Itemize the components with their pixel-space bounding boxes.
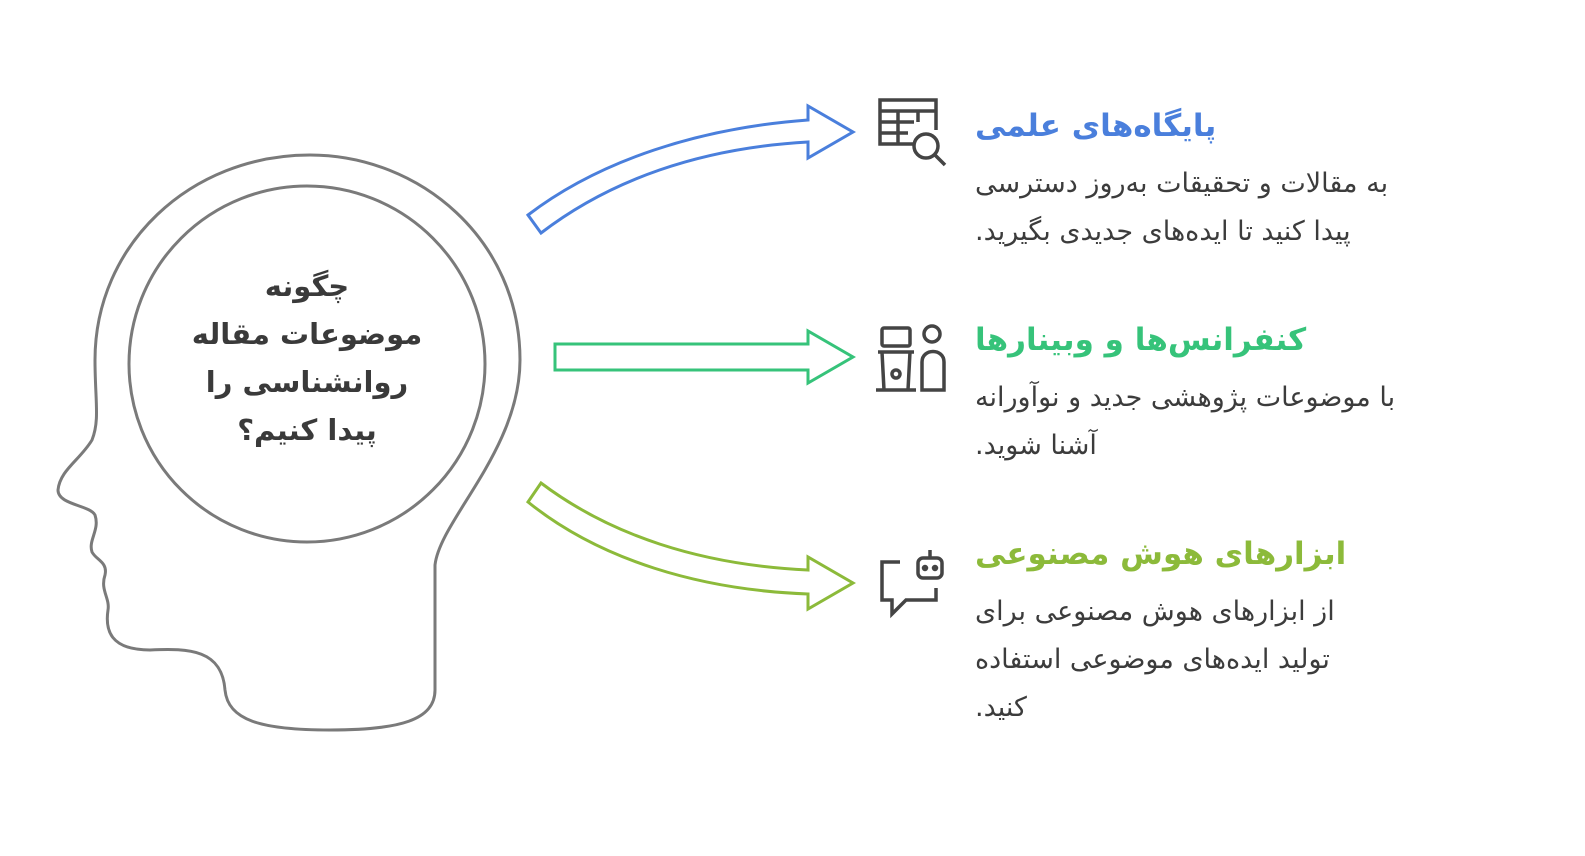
item-title: پایگاه‌های علمی [975, 108, 1217, 144]
presenter-icon [876, 324, 946, 392]
question-line: پیدا کنیم؟ [237, 413, 377, 447]
desc-line: با موضوعات پژوهشی جدید و نوآورانه [975, 382, 1396, 413]
item-title: ابزارهای هوش مصنوعی [975, 536, 1347, 572]
desc-line: پیدا کنید تا ایده‌های جدیدی بگیرید. [975, 216, 1351, 247]
arrow-to-databases [525, 103, 856, 236]
head-outline [56, 153, 522, 732]
question-line: روانشناسی را [205, 365, 409, 399]
desc-line: تولید ایده‌های موضوعی استفاده [975, 644, 1330, 675]
desc-line: آشنا شوید. [975, 430, 1097, 461]
item-description: از ابزارهای هوش مصنوعی برای تولید ایده‌ه… [975, 588, 1346, 732]
item-conferences-webinars: کنفرانس‌ها و وبینارها با موضوعات پژوهشی … [975, 322, 1395, 470]
question-line: چگونه [264, 269, 350, 303]
database-search-icon [878, 98, 947, 167]
item-description: با موضوعات پژوهشی جدید و نوآورانه آشنا ش… [975, 374, 1395, 470]
head-inner-circle [127, 184, 487, 544]
desc-line: به مقالات و تحقیقات به‌روز دسترسی [975, 168, 1389, 199]
item-scientific-databases: پایگاه‌های علمی به مقالات و تحقیقات به‌ر… [975, 108, 1388, 256]
arrow-to-conferences [553, 328, 856, 386]
arrow-to-ai-tools [525, 480, 856, 612]
central-question: چگونه موضوعات مقاله روانشناسی را پیدا کن… [157, 262, 457, 454]
question-line: موضوعات مقاله [191, 317, 423, 351]
item-ai-tools: ابزارهای هوش مصنوعی از ابزارهای هوش مصنو… [975, 536, 1346, 732]
desc-line: کنید. [975, 692, 1027, 723]
robot-chat-icon [880, 550, 944, 619]
item-description: به مقالات و تحقیقات به‌روز دسترسی پیدا ک… [975, 160, 1388, 256]
item-title: کنفرانس‌ها و وبینارها [975, 322, 1307, 358]
desc-line: از ابزارهای هوش مصنوعی برای [975, 596, 1335, 627]
